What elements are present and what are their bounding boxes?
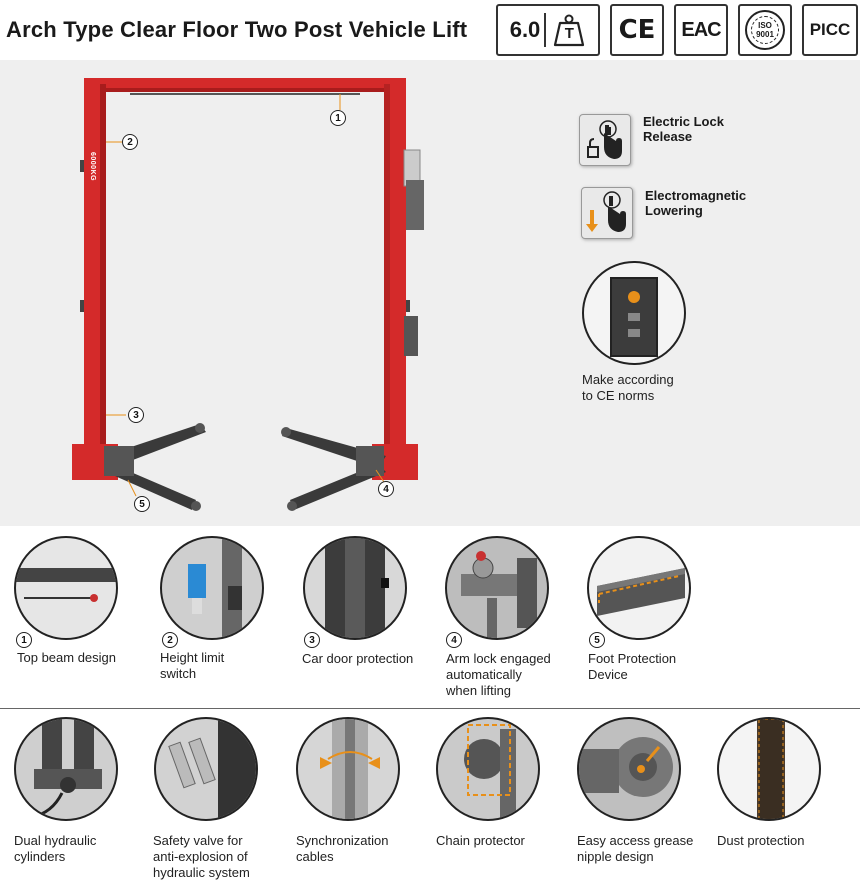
- hand-lowering-icon: [581, 187, 633, 239]
- dust-protection-image: [717, 717, 821, 821]
- weight-icon: T: [552, 13, 586, 47]
- arm-lock-image: [445, 536, 549, 640]
- chain-protector-image: [436, 717, 540, 821]
- picc-cert-text: PICC: [809, 20, 851, 39]
- caption-height-limit: Height limit switch: [160, 650, 225, 681]
- control-box-button: [628, 313, 640, 321]
- control-box-button: [628, 329, 640, 337]
- column-capacity-text: 6000KG: [89, 152, 96, 182]
- section-divider: [0, 708, 860, 709]
- caption-safety-valve: Safety valve for anti-explosion of hydra…: [153, 833, 250, 880]
- capacity-badge: 6.0 T: [496, 4, 600, 56]
- callout-4: 4: [378, 481, 394, 497]
- caption-dust-protection: Dust protection: [717, 833, 805, 848]
- picc-cert-badge: PICC: [802, 4, 858, 56]
- sync-cables-image: [296, 717, 400, 821]
- header: Arch Type Clear Floor Two Post Vehicle L…: [0, 0, 860, 60]
- detail-number-2: 2: [162, 632, 178, 648]
- control-box-circle: [582, 261, 686, 365]
- hand-unlock-icon: [579, 114, 631, 166]
- ce-cert-text: CE: [618, 15, 656, 45]
- badge-separator: [544, 13, 547, 47]
- detail-number-5: 5: [589, 632, 605, 648]
- foot-protection-image: [587, 536, 691, 640]
- weight-icon-letter: T: [564, 25, 574, 42]
- ce-norms-label: Make according to CE norms: [582, 372, 674, 403]
- car-door-protection-image: [303, 536, 407, 640]
- callout-3: 3: [128, 407, 144, 423]
- caption-top-beam: Top beam design: [17, 650, 117, 665]
- iso-seal-inner: [751, 16, 779, 44]
- height-limit-switch-image: [160, 536, 264, 640]
- lift-illustration: [72, 78, 424, 511]
- hero-section: 6000KG 1 2 3 4 5 Electric Lock Release E…: [0, 60, 860, 526]
- iso-cert-badge: ISO 9001: [738, 4, 792, 56]
- caption-arm-lock: Arm lock engaged automatically when lift…: [446, 651, 551, 698]
- caption-grease-nipple: Easy access grease nipple design: [577, 833, 694, 864]
- caption-dual-hydraulic: Dual hydraulic cylinders: [14, 833, 97, 864]
- feature-label-electric-lock: Electric Lock Release: [643, 114, 724, 144]
- caption-car-door: Car door protection: [302, 651, 414, 666]
- ce-cert-badge: CE: [610, 4, 664, 56]
- detail-number-3: 3: [304, 632, 320, 648]
- callout-2: 2: [122, 134, 138, 150]
- control-box-panel: [610, 277, 658, 357]
- detail-number-1: 1: [16, 632, 32, 648]
- control-box-stop-button: [628, 291, 640, 303]
- iso-seal-icon: ISO 9001: [745, 10, 785, 50]
- detail-number-4: 4: [446, 632, 462, 648]
- top-beam-image: [14, 536, 118, 640]
- eac-cert-badge: EAC: [674, 4, 728, 56]
- safety-valve-image: [154, 717, 258, 821]
- page-title: Arch Type Clear Floor Two Post Vehicle L…: [6, 17, 468, 42]
- feature-label-electromagnetic: Electromagnetic Lowering: [645, 188, 747, 218]
- caption-chain-protector: Chain protector: [436, 833, 525, 848]
- capacity-value: 6.0: [509, 17, 541, 42]
- callout-5: 5: [134, 496, 150, 512]
- dual-hydraulic-image: [14, 717, 118, 821]
- callout-1: 1: [330, 110, 346, 126]
- caption-sync-cables: Synchronization cables: [296, 833, 389, 864]
- caption-foot-protection: Foot Protection Device: [588, 651, 677, 682]
- eac-cert-text: EAC: [681, 18, 721, 41]
- grease-nipple-image: [577, 717, 681, 821]
